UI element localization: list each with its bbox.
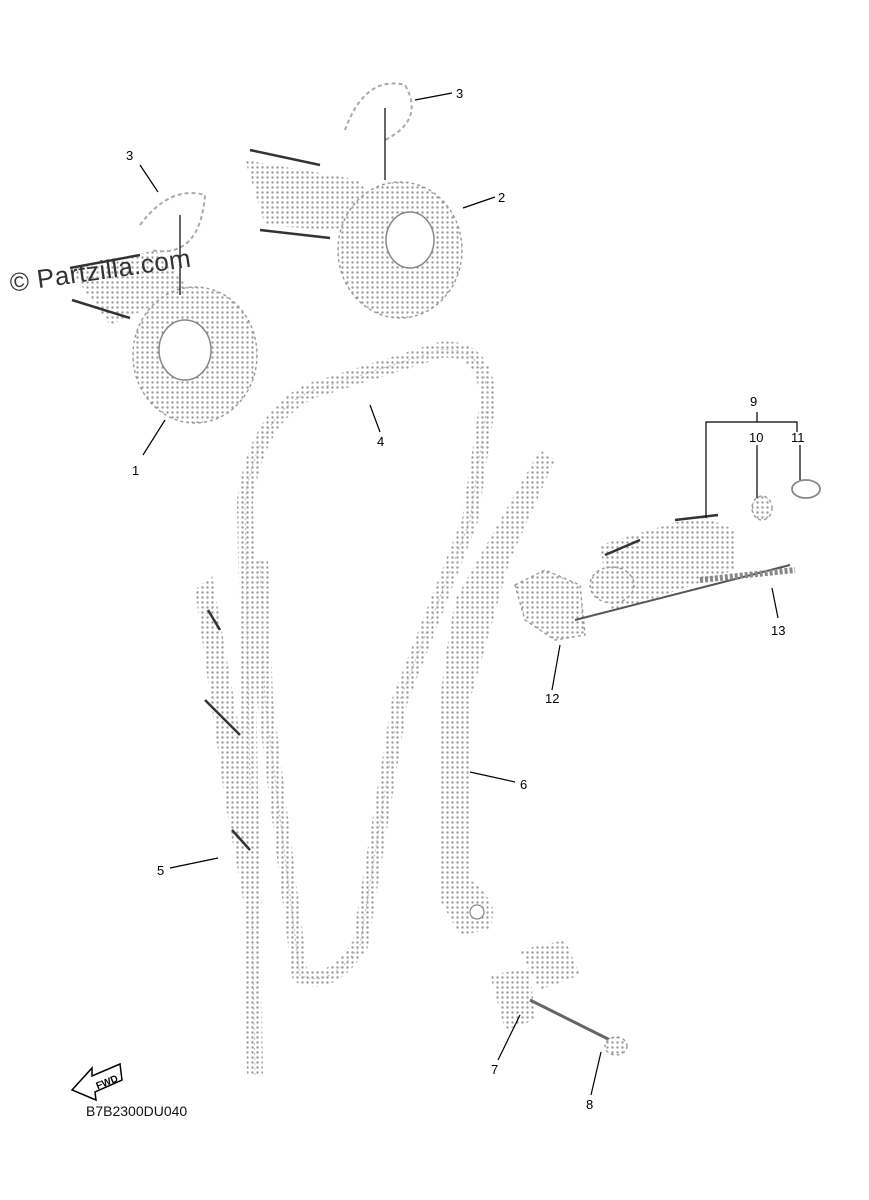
leader-3a [139, 164, 159, 193]
leader-6 [469, 771, 516, 783]
chain-guide-6[interactable] [440, 450, 555, 935]
bolt-8[interactable] [529, 998, 628, 1056]
timing-chain-4[interactable] [236, 341, 497, 1076]
callout-11: 11 [791, 430, 805, 445]
camshaft-1[interactable] [69, 250, 258, 424]
clip-3-top[interactable] [344, 82, 413, 141]
fwd-arrow-icon: FWD [70, 1062, 123, 1102]
leader-4 [369, 404, 381, 433]
callout-labels: 1 2 3 3 4 5 6 7 8 9 10 11 12 13 [126, 86, 805, 1112]
callout-8: 8 [586, 1097, 593, 1112]
callout-7: 7 [491, 1062, 498, 1077]
leader-lines [139, 92, 801, 1096]
callout-6: 6 [520, 777, 527, 792]
leader-3b [414, 92, 453, 101]
drawing-code: B7B2300DU040 [86, 1103, 188, 1119]
callout-9: 9 [750, 394, 757, 409]
leader-2 [462, 196, 496, 209]
leader-9-bracket [705, 412, 801, 518]
tensioner-9[interactable] [589, 513, 735, 610]
camshaft-2[interactable] [245, 148, 463, 319]
leader-8 [590, 1051, 602, 1096]
chain-guide-5[interactable] [195, 575, 262, 910]
gasket-12[interactable] [514, 569, 586, 641]
leader-7 [497, 1014, 521, 1061]
callout-13: 13 [771, 623, 785, 638]
callout-10: 10 [749, 430, 763, 445]
callout-12: 12 [545, 691, 559, 706]
callout-3-left: 3 [126, 148, 133, 163]
leader-1 [142, 419, 166, 456]
bolt-13[interactable] [574, 564, 796, 621]
callout-2: 2 [498, 190, 505, 205]
leader-13 [771, 587, 779, 619]
bolt-10[interactable] [751, 495, 773, 521]
bolt-7[interactable] [490, 940, 580, 1030]
leader-12 [551, 644, 561, 691]
clip-3-left[interactable] [139, 192, 207, 253]
gasket-11[interactable] [791, 479, 821, 499]
leader-5 [169, 857, 219, 869]
callout-1: 1 [132, 463, 139, 478]
callout-5: 5 [157, 863, 164, 878]
callout-3-top: 3 [456, 86, 463, 101]
callout-4: 4 [377, 434, 384, 449]
